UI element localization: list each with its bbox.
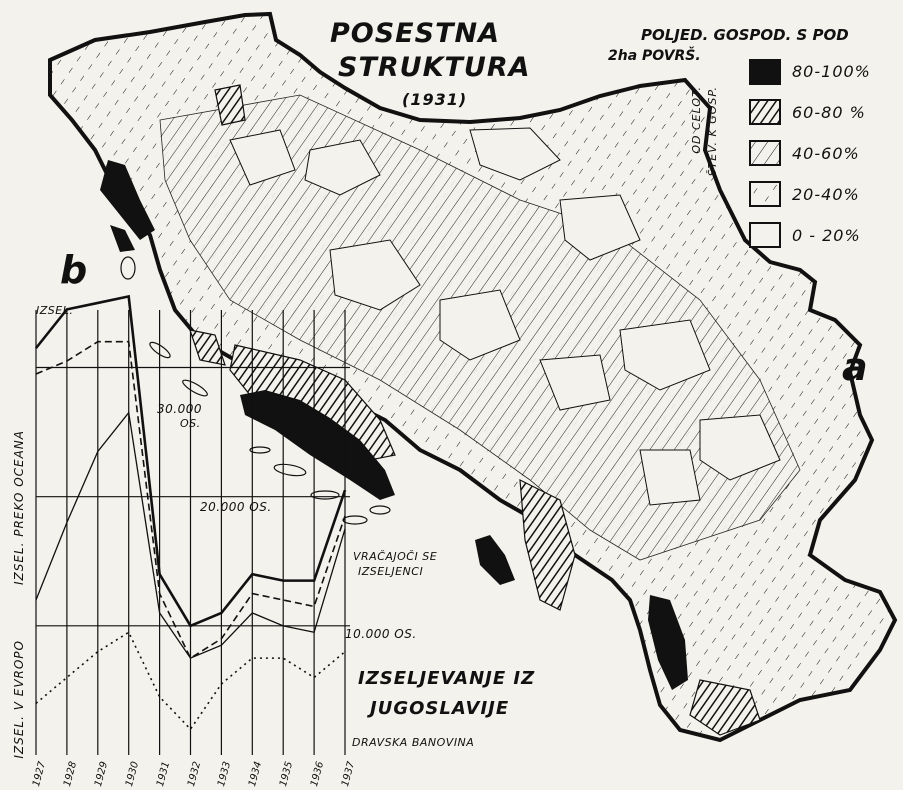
dense-hatch-strips <box>189 84 761 736</box>
ylabel-overseas: IZSEL. PREKO OCEANA <box>12 430 26 586</box>
legend-label-20-40: 20-40% <box>792 185 860 204</box>
legend-label-60-80: 60-80 % <box>792 103 866 122</box>
series-point-solid-lower-1934 <box>251 612 253 614</box>
series-point-solid-top-1937 <box>344 489 346 491</box>
series-point-dashed-1937 <box>344 515 346 517</box>
ref-30000-unit: OS. <box>180 417 201 430</box>
series-point-solid-lower-1928 <box>66 521 68 524</box>
series-point-solid-top-1927 <box>35 347 37 349</box>
annotation-returning-line1: VRAČAJOČI SE <box>353 550 438 563</box>
legend-heading-line1: POLJED. GOSPOD. S POD <box>641 26 849 44</box>
chart-title-line1: IZSELJEVANJE IZ <box>358 668 536 689</box>
chart-top-axis-label: IZSEL. <box>36 304 74 317</box>
series-point-dotted-1937 <box>344 651 346 653</box>
series-line-dotted <box>35 631 346 731</box>
series-point-solid-top-1934 <box>251 573 253 575</box>
legend-side-line1: OD CELOT. <box>690 86 703 154</box>
annotation-returning-line2: IZSELJENCI <box>358 565 424 578</box>
chart-title-line2: JUGOSLAVIJE <box>370 698 510 719</box>
series-point-solid-top-1928 <box>66 308 68 310</box>
panel-label-b: b <box>60 248 88 292</box>
series-point-solid-lower-1931 <box>159 612 161 614</box>
annotation-drava: DRAVSKA BANOVINA <box>352 736 475 749</box>
series-point-dashed-1934 <box>251 592 253 595</box>
series-point-solid-lower-1927 <box>35 599 37 601</box>
map-title-line1: POSESTNA <box>330 18 500 49</box>
series-point-dotted-1934 <box>251 657 253 659</box>
legend-label-0-20: 0 - 20% <box>792 226 861 245</box>
series-point-dashed-1927 <box>35 373 37 375</box>
series-point-dashed-1935 <box>282 599 284 601</box>
series-point-dashed-1933 <box>220 638 222 640</box>
series-point-dotted-1936 <box>313 676 315 679</box>
legend-label-80-100: 80-100% <box>792 62 871 81</box>
solid-black-areas <box>100 160 688 690</box>
panel-label-a: a <box>842 345 868 389</box>
series-point-solid-top-1936 <box>313 580 315 582</box>
series-point-solid-lower-1935 <box>282 625 284 627</box>
series-point-dotted-1928 <box>66 676 68 679</box>
series-point-dotted-1935 <box>282 657 284 659</box>
series-point-solid-lower-1930 <box>128 412 130 414</box>
legend-side-line2: ŠTEV. K GOSP. <box>706 86 719 177</box>
series-point-dotted-1927 <box>35 702 37 704</box>
ylabel-europe: IZSEL. V EVROPO <box>12 640 26 759</box>
map-title-line2: STRUKTURA <box>338 52 531 83</box>
series-point-dashed-1936 <box>313 605 315 608</box>
series-point-dashed-1928 <box>66 360 68 362</box>
series-point-solid-lower-1937 <box>344 528 346 530</box>
series-point-solid-lower-1929 <box>97 450 99 453</box>
series-point-solid-lower-1932 <box>189 657 192 659</box>
ref-20000-label: 20.000 OS. <box>200 500 272 514</box>
series-point-dashed-1930 <box>128 341 130 343</box>
ref-30000-label: 30.000 <box>157 402 202 416</box>
series-point-dashed-1931 <box>159 592 161 595</box>
series-point-solid-top-1930 <box>128 295 130 298</box>
series-point-solid-lower-1936 <box>313 631 315 633</box>
map-title-year: (1931) <box>402 90 468 109</box>
series-point-solid-top-1935 <box>282 580 284 582</box>
series-point-solid-top-1929 <box>97 302 99 304</box>
series-point-solid-top-1933 <box>220 612 222 614</box>
series-point-dotted-1932 <box>189 728 192 730</box>
series-point-dotted-1929 <box>97 651 99 653</box>
series-point-dashed-1929 <box>97 341 99 343</box>
series-point-solid-top-1932 <box>189 625 192 627</box>
series-point-dotted-1930 <box>128 631 130 633</box>
legend-swatches <box>749 59 781 248</box>
series-point-solid-top-1931 <box>159 573 161 575</box>
ref-10000-label: 10.000 OS. <box>345 627 417 641</box>
series-point-dotted-1933 <box>220 683 222 685</box>
blank-districts <box>229 127 781 506</box>
legend-heading-line2: 2ha POVRŠ. <box>608 48 701 64</box>
emigration-chart <box>34 294 350 755</box>
series-point-solid-lower-1933 <box>220 644 222 646</box>
legend-label-40-60: 40-60% <box>792 144 860 163</box>
series-point-dotted-1931 <box>159 696 161 698</box>
series-line-dashed <box>35 340 346 660</box>
